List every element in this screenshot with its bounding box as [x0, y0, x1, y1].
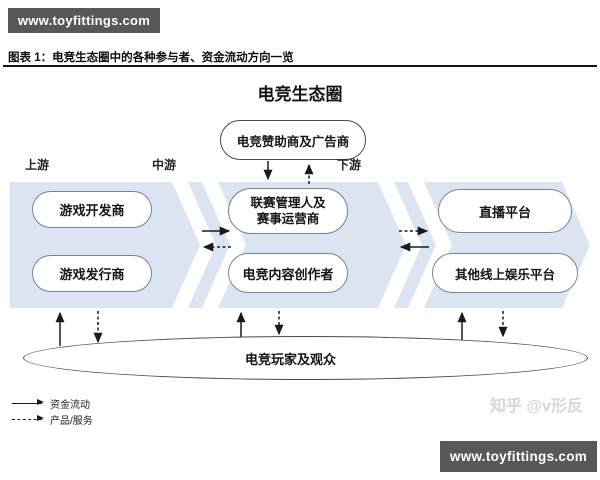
audience-label: 电竞玩家及观众 [244, 351, 336, 367]
legend: 资金流动 产品/服务 [12, 395, 93, 427]
watermark-banner-top: www.toyfittings.com [8, 8, 160, 33]
zhihu-watermark: 知乎 @v形反 [490, 398, 583, 415]
figure-caption: 图表 1：电竞生态圈中的各种参与者、资金流动方向一览 [8, 52, 294, 64]
legend-item-product-service: 产品/服务 [12, 411, 93, 427]
dashed-arrow-icon [12, 415, 44, 421]
legend-label-service: 产品/服务 [50, 415, 93, 427]
tier-label-downstream: 下游 [337, 158, 362, 172]
node-streaming-platforms: 直播平台 [438, 189, 572, 233]
watermark-banner-bottom: www.toyfittings.com [440, 441, 597, 472]
solid-arrow-icon [12, 399, 44, 405]
chevron-separator-1 [188, 182, 230, 308]
node-sponsors-advertisers: 电竞赞助商及广告商 [220, 120, 366, 160]
node-esports-content-creators: 电竞内容创作者 [228, 253, 348, 293]
node-league-managers-event-operators: 联赛管理人及 赛事运营商 [228, 188, 348, 234]
diagram-title: 电竞生态圈 [257, 85, 343, 104]
node-game-publishers: 游戏发行商 [32, 255, 152, 292]
legend-item-money-flow: 资金流动 [12, 395, 93, 411]
tier-label-upstream: 上游 [25, 158, 50, 172]
caption-divider [3, 65, 597, 67]
node-other-online-entertainment: 其他线上娱乐平台 [432, 253, 578, 293]
node-game-developers: 游戏开发商 [32, 191, 152, 228]
tier-label-midstream: 中游 [152, 158, 177, 172]
chevron-separator-2 [394, 182, 436, 308]
node-players-audience: 电竞玩家及观众 [23, 336, 588, 380]
legend-label-money: 资金流动 [50, 399, 90, 411]
